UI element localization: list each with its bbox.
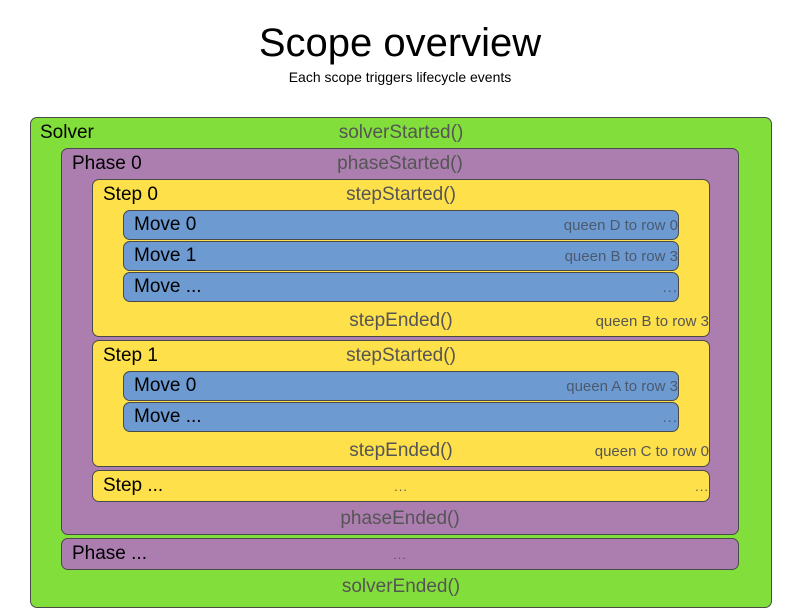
phase-started-event-0: phaseStarted() [337, 153, 463, 174]
move-label-1-1: Move ... [134, 406, 202, 427]
solver-label: Solver [40, 122, 94, 143]
move-label-0-0: Move 0 [134, 214, 197, 235]
move-value-0-0: queen D to row 0 [563, 216, 678, 234]
step-ended-value-0: queen B to row 3 [595, 312, 709, 330]
move-band-1-1: Move ... ... [124, 403, 678, 431]
page-title: Scope overview [258, 21, 542, 65]
step-label-1: Step 1 [103, 345, 158, 366]
move-value-0-1: queen B to row 3 [564, 247, 678, 265]
phase-ended-band-0: phaseEnded() [62, 504, 738, 534]
step-started-event-0: stepStarted() [346, 184, 456, 205]
move-scope-0-2[interactable]: Move ... ... [123, 272, 679, 302]
solver-started-band: Solver solverStarted() [31, 118, 771, 148]
step-label-ellipsis: Step ... [103, 475, 164, 496]
phase-label-0: Phase 0 [72, 153, 142, 174]
solver-ended-event: solverEnded() [341, 576, 461, 597]
phase-started-band-0: Phase 0 phaseStarted() [62, 149, 738, 179]
solver-started-event: solverStarted() [338, 122, 464, 143]
move-value-0-2: ... [662, 278, 678, 296]
phase-event-ellipsis: ... [393, 546, 407, 562]
step-ended-band-0: stepEnded() queen B to row 3 [93, 306, 709, 336]
step-ended-band-1: stepEnded() queen C to row 0 [93, 436, 709, 466]
move-value-1-0: queen A to row 3 [566, 377, 678, 395]
solver-ended-band: solverEnded() [31, 572, 771, 602]
move-scope-1-0[interactable]: Move 0 queen A to row 3 [123, 371, 679, 401]
spacer [31, 602, 771, 607]
phase-scope-0[interactable]: Phase 0 phaseStarted() Step 0 stepStarte… [61, 148, 739, 535]
step-scope-1[interactable]: Step 1 stepStarted() Move 0 queen A to r… [92, 340, 710, 467]
move-band-0-2: Move ... ... [124, 273, 678, 301]
phase-band-ellipsis: Phase ... ... [62, 539, 738, 569]
page-subtitle: Each scope triggers lifecycle events [288, 69, 512, 85]
move-scope-0-1[interactable]: Move 1 queen B to row 3 [123, 241, 679, 271]
phase-label-ellipsis: Phase ... [72, 543, 147, 564]
step-band-ellipsis: Step ... ... ... [93, 471, 709, 501]
step-label-0: Step 0 [103, 184, 158, 205]
move-scope-0-0[interactable]: Move 0 queen D to row 0 [123, 210, 679, 240]
phase-scope-ellipsis[interactable]: Phase ... ... [61, 538, 739, 570]
step-started-band-1: Step 1 stepStarted() [93, 341, 709, 371]
step-scope-ellipsis[interactable]: Step ... ... ... [92, 470, 710, 502]
solver-scope[interactable]: Solver solverStarted() Phase 0 phaseStar… [30, 117, 772, 608]
move-band-1-0: Move 0 queen A to row 3 [124, 372, 678, 400]
move-label-1-0: Move 0 [134, 375, 197, 396]
step-ended-value-1: queen C to row 0 [594, 442, 709, 460]
step-started-event-1: stepStarted() [346, 345, 456, 366]
move-band-0-1: Move 1 queen B to row 3 [124, 242, 678, 270]
move-label-0-1: Move 1 [134, 245, 197, 266]
move-scope-1-1[interactable]: Move ... ... [123, 402, 679, 432]
step-event-ellipsis: ... [394, 478, 408, 494]
move-band-0-0: Move 0 queen D to row 0 [124, 211, 678, 239]
move-label-0-2: Move ... [134, 276, 202, 297]
step-scope-0[interactable]: Step 0 stepStarted() Move 0 queen D to r… [92, 179, 710, 337]
header: Scope overview Each scope triggers lifec… [0, 0, 800, 85]
phase-ended-event-0: phaseEnded() [340, 508, 460, 529]
step-value-ellipsis: ... [695, 478, 709, 494]
move-value-1-1: ... [662, 408, 678, 426]
step-started-band-0: Step 0 stepStarted() [93, 180, 709, 210]
